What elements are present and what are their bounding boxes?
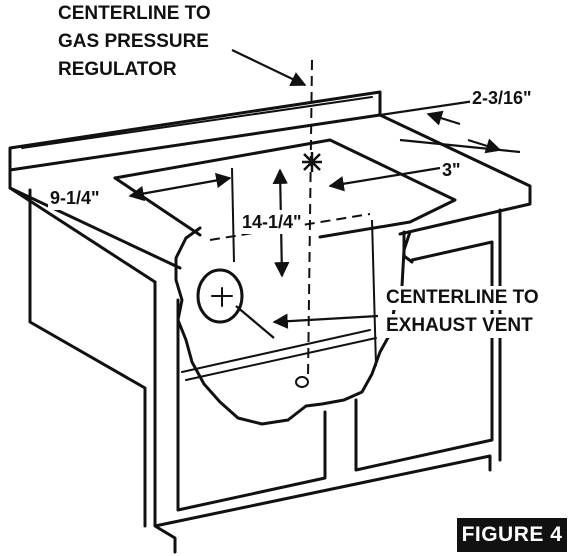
- gas-regulator-label-line2: GAS PRESSURE: [56, 30, 211, 54]
- dim-ext-top-right-2: [399, 138, 521, 154]
- cabinet-front: [153, 280, 492, 554]
- exhaust-label-line2: EXHAUST VENT: [384, 314, 535, 338]
- exhaust-label-line1: CENTERLINE TO: [384, 286, 541, 310]
- countertop-cutout: [113, 138, 457, 239]
- right-door: [354, 240, 494, 472]
- leader-exhaust-2: [235, 305, 275, 339]
- backsplash-top-edge: [21, 96, 373, 149]
- gas-centerline: [307, 59, 313, 379]
- dim-arrow-3: [328, 166, 441, 192]
- vertical-line-left: [231, 167, 235, 263]
- center-mark-d2: [303, 153, 321, 171]
- dimension-14-1-4: 14-1/4": [240, 210, 304, 234]
- countertop-left-edge: [8, 186, 157, 284]
- interior-line-2: [185, 337, 377, 381]
- dimension-9-1-4: 9-1/4": [48, 186, 102, 210]
- exhaust-vent-hole: [196, 268, 244, 324]
- figure-label: FIGURE 4: [457, 518, 567, 552]
- leader-exhaust: [272, 313, 379, 329]
- vertical-interior-line: [371, 219, 377, 367]
- dim-arrow-2-3-16-b: [467, 138, 502, 154]
- dim-arrow-2-3-16-a: [426, 110, 461, 126]
- gas-regulator-label-line3: REGULATOR: [56, 58, 179, 82]
- left-door: [176, 298, 327, 512]
- dimension-3: 3": [440, 158, 463, 182]
- gas-regulator-hole: [295, 376, 309, 388]
- dimension-2-3-16: 2-3/16": [470, 86, 534, 110]
- right-door-top: [402, 230, 414, 264]
- leader-gas-regulator: [231, 49, 307, 86]
- cabinet-left-panel: [28, 188, 147, 528]
- interior-line-1: [181, 329, 371, 373]
- dim-arrow-9-1-4-left: [128, 172, 232, 202]
- gas-regulator-label-line1: CENTERLINE TO: [56, 2, 213, 26]
